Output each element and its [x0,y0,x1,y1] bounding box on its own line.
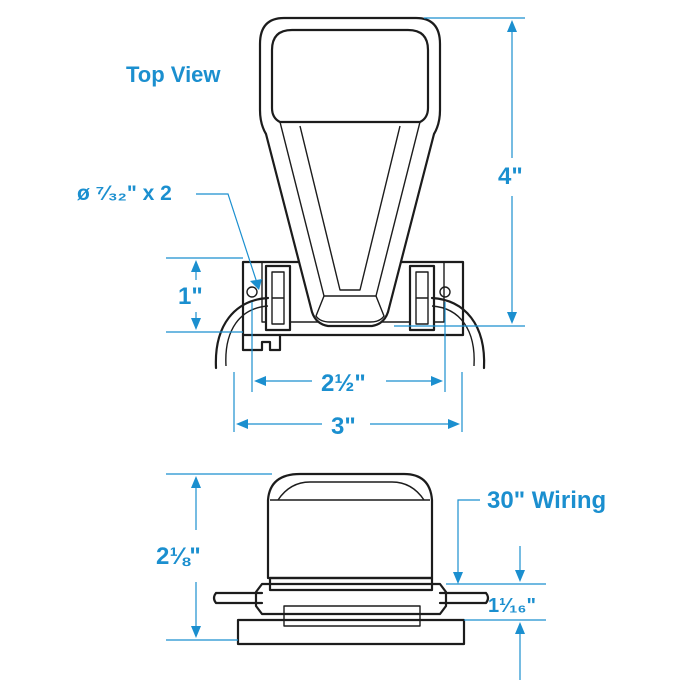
wiring-label: 30" Wiring [487,487,606,514]
top-view-dimensions [166,17,525,432]
left-mounting-hole [246,286,258,298]
tapered-body-outer [258,16,442,328]
left-foot [241,333,282,352]
side-view-body-top [277,481,425,501]
side-view-collar [268,576,434,592]
tapered-body-inner-taper [279,121,421,297]
side-view-lower-block [283,605,421,627]
width-2-5-label: 2½" [321,370,366,397]
side-view-drawing [212,472,490,646]
hole-spec-label: ø ⁷⁄₃₂" x 2 [77,182,172,205]
height-1-1-16-label: 1¹⁄₁₆" [488,595,536,617]
left-wire [214,296,270,370]
top-view-title: Top View [126,62,221,87]
right-wire-inner [431,305,475,367]
top-view-drawing [214,16,486,370]
side-view-dimensions [166,473,546,680]
right-mounting-hole [439,286,451,298]
side-view-base [236,618,466,646]
tapered-body-inner-taper-2 [299,125,401,291]
height-2-1-8-label: 2⅛" [156,543,201,570]
side-view-wire-left [212,591,264,605]
right-wire [430,296,486,370]
height-4-label: 4" [498,163,523,190]
side-view-wire-right [438,591,490,605]
side-view-body [266,472,434,580]
tapered-body-nose [315,295,385,323]
left-wire-inner [225,305,269,367]
left-bracket-inner [271,271,285,325]
width-3-label: 3" [331,413,356,440]
height-1-label: 1" [178,283,203,310]
right-bracket-inner [415,271,429,325]
